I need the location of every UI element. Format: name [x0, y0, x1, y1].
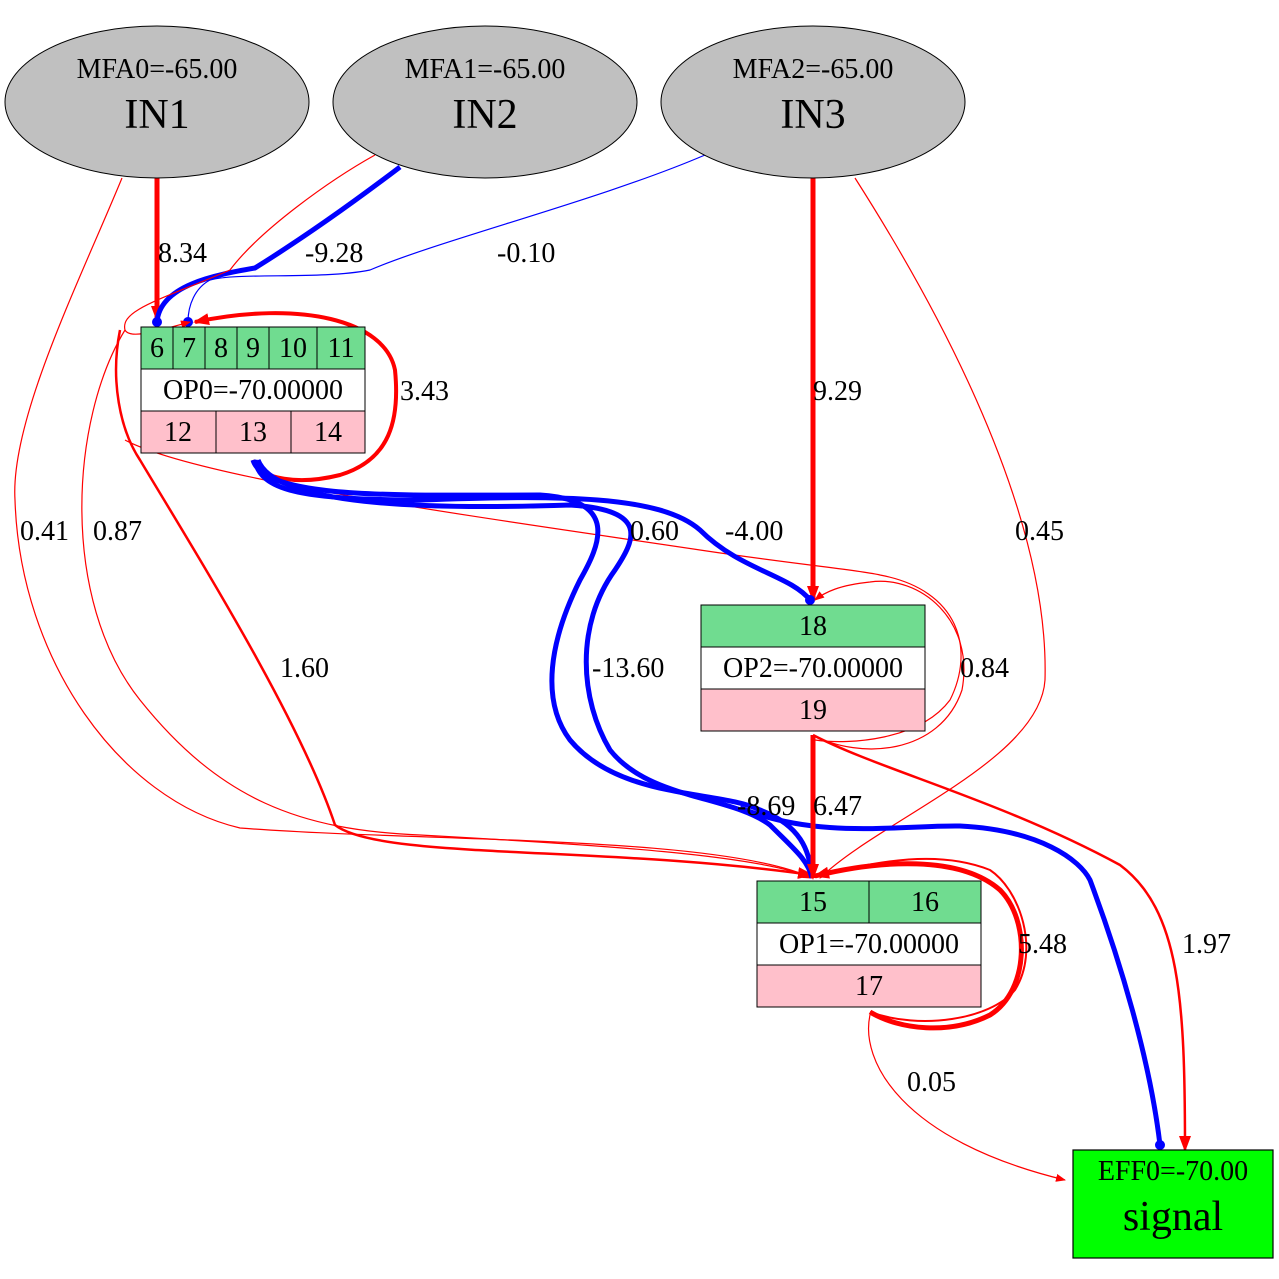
port-label: 17 [855, 971, 883, 1002]
edge-in3-op1 [819, 177, 1046, 879]
weight-label: -8.69 [737, 791, 795, 822]
sensor-ellipse [332, 25, 638, 179]
operator-body [140, 368, 366, 412]
sensor-value-label: MFA1=-65.00 [405, 54, 566, 85]
effector-node-eff0[interactable]: EFF0=-70.00 signal [1072, 1149, 1274, 1259]
output-port [756, 964, 982, 1008]
sensor-value-label: MFA2=-65.00 [733, 54, 894, 85]
input-port [868, 880, 982, 924]
weight-label: 1.97 [1182, 929, 1231, 960]
port-label: 10 [279, 333, 307, 364]
port-label: 19 [799, 695, 827, 726]
operator-label: OP2=-70.00000 [723, 653, 903, 684]
operator-label: OP1=-70.00000 [779, 929, 959, 960]
port-label: 13 [239, 417, 267, 448]
operator-node-op2[interactable]: 18 OP2=-70.00000 19 [700, 604, 926, 732]
effector-box [1072, 1149, 1274, 1259]
output-port [700, 688, 926, 732]
edge-op1-self [813, 861, 1024, 1031]
port-label: 18 [799, 611, 827, 642]
operator-node-op0[interactable]: 6 7 8 9 10 11 OP0=-70.00000 12 13 14 [140, 326, 366, 454]
weight-label: 5.48 [1018, 929, 1067, 960]
weight-label: 9.29 [813, 376, 862, 407]
sensor-name: IN2 [452, 92, 517, 138]
sensor-ellipse [4, 25, 310, 179]
sensor-node-in1[interactable]: MFA0=-65.00 IN1 [4, 25, 310, 179]
port-label: 11 [328, 333, 355, 364]
weight-label: 8.34 [158, 238, 207, 269]
weight-label: 1.60 [280, 653, 329, 684]
operator-body [700, 646, 926, 690]
sensor-node-in3[interactable]: MFA2=-65.00 IN3 [660, 25, 966, 179]
weight-label: 0.60 [630, 516, 679, 547]
edge-op0-op1-red [114, 329, 814, 879]
edge-op0-op1-blue-b [255, 458, 815, 879]
output-port [290, 410, 366, 454]
port-label: 12 [164, 417, 192, 448]
output-port [140, 410, 217, 454]
port-label: 15 [799, 887, 827, 918]
input-port [316, 326, 366, 370]
weight-label: 3.43 [400, 376, 449, 407]
weight-label: 0.87 [93, 516, 142, 547]
edge-op2-eff [812, 733, 1191, 1152]
weight-label: -9.28 [305, 238, 363, 269]
port-label: 16 [911, 887, 939, 918]
effector-value-label: EFF0=-70.00 [1098, 1156, 1248, 1187]
weight-label: 6.47 [813, 791, 862, 822]
edge-op0-self [193, 311, 399, 482]
output-port [215, 410, 292, 454]
port-label: 14 [314, 417, 342, 448]
weight-label: 0.45 [1015, 516, 1064, 547]
edge-in2-op0-red [124, 154, 376, 335]
weight-label: 0.41 [20, 516, 69, 547]
edge-op0-eff-blue [739, 805, 1165, 1150]
edge-op0-op1-blue [250, 458, 815, 879]
sensor-name: IN1 [124, 92, 189, 138]
sensor-value-label: MFA0=-65.00 [77, 54, 238, 85]
port-label: 7 [182, 333, 196, 364]
weight-label: -0.10 [497, 238, 555, 269]
sensor-name: IN3 [780, 92, 845, 138]
edges [14, 154, 1191, 1182]
sensor-ellipse [660, 25, 966, 179]
port-label: 8 [214, 333, 228, 364]
operator-node-op1[interactable]: 15 16 OP1=-70.00000 17 [756, 880, 982, 1008]
sensor-node-in2[interactable]: MFA1=-65.00 IN2 [332, 25, 638, 179]
operator-label: OP0=-70.00000 [163, 375, 343, 406]
operator-body [756, 922, 982, 966]
edge-labels: 8.34 -9.28 -0.10 9.29 0.45 0.41 0.87 3.4… [20, 238, 1231, 1098]
edge-op1-self-b [817, 857, 1028, 1022]
edge-in3-op0 [183, 154, 706, 327]
weight-label: -4.00 [725, 516, 783, 547]
port-label: 6 [150, 333, 164, 364]
edge-op0-op1-thin [81, 329, 813, 879]
input-port [268, 326, 318, 370]
edge-op0-op2-blue [252, 459, 815, 605]
edge-op2-self [812, 580, 965, 750]
effector-name: signal [1123, 1194, 1223, 1240]
edge-in1-op1 [14, 177, 813, 879]
weight-label: 0.05 [907, 1067, 956, 1098]
input-port [756, 880, 870, 924]
port-label: 9 [246, 333, 260, 364]
edge-op1-eff [868, 1014, 1066, 1182]
weight-label: -13.60 [592, 653, 664, 684]
weight-label: 0.84 [960, 653, 1009, 684]
